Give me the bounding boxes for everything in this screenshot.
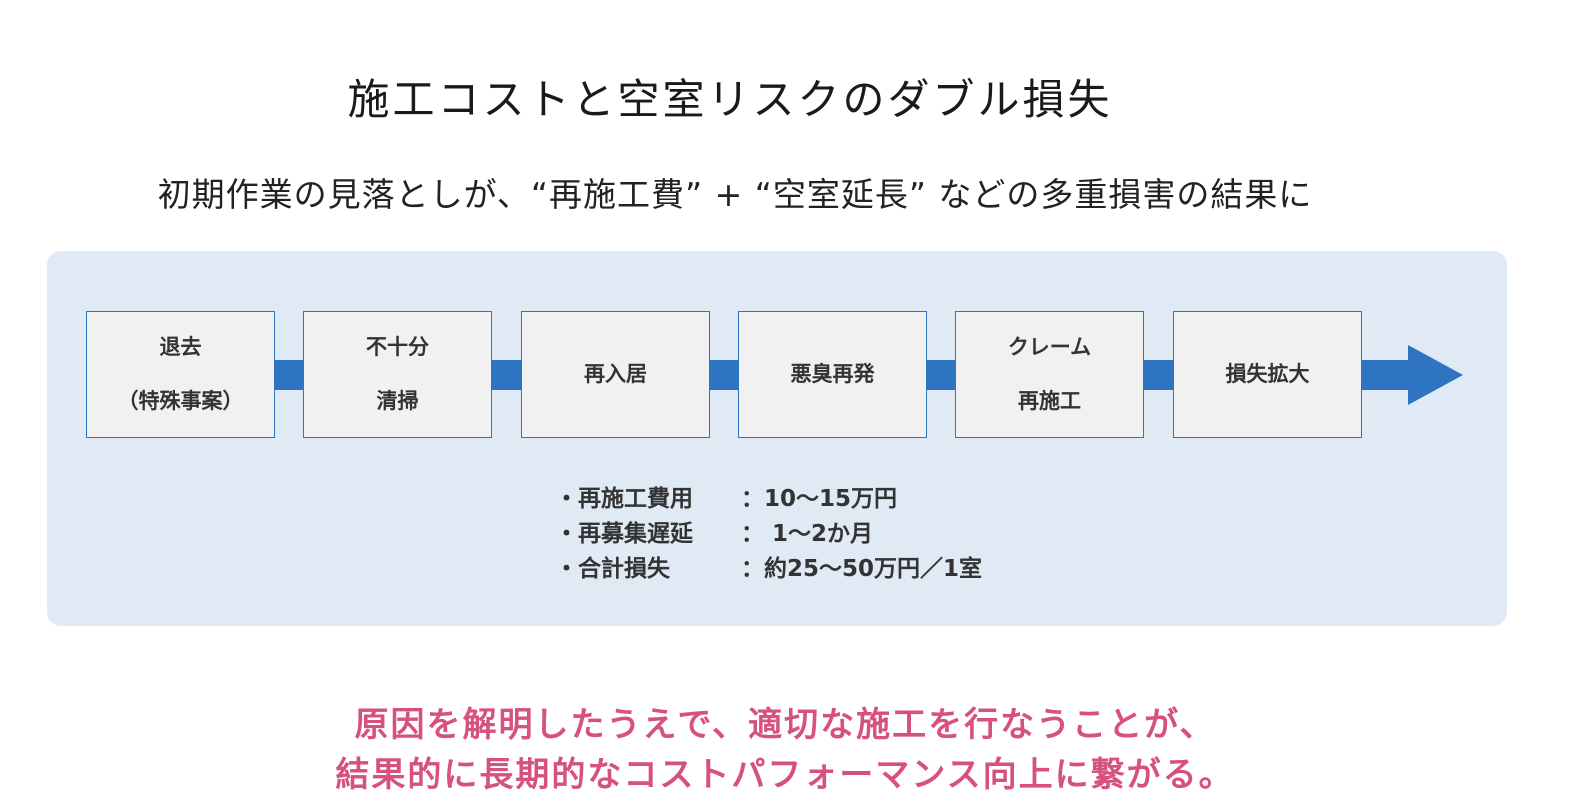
flow-step-sublabel: （特殊事案） [117, 389, 244, 413]
flow-step-reoccupancy: 再入居 [521, 311, 710, 438]
flow-step-label: クレーム [1007, 335, 1092, 359]
conclusion-line-2: 結果的に長期的なコストパフォーマンス向上に繋がる。 [335, 755, 1235, 795]
flow-step-label: 損失拡大 [1225, 362, 1310, 386]
detail-value: ：約25～50万円／1室 [741, 556, 983, 582]
flow-step-label: 再入居 [584, 362, 647, 386]
flow-step-sublabel: 再施工 [1018, 389, 1081, 413]
detail-row-total-loss: ・合計損失 ：約25～50万円／1室 [555, 552, 1075, 587]
detail-row-recruit-delay: ・再募集遅延 ： 1～2か月 [555, 517, 1075, 552]
flow-arrow-head [1408, 345, 1463, 405]
page-subtitle: 初期作業の見落としが、“再施工費” + “空室延長” などの多重損害の結果に [157, 175, 1313, 214]
cost-details: ・再施工費用 ：10～15万円 ・再募集遅延 ： 1～2か月 ・合計損失 ：約25～… [555, 482, 1075, 587]
detail-label: ・再施工費用 [555, 486, 693, 512]
flow-step-odor-recurrence: 悪臭再発 [738, 311, 927, 438]
flow-step-label: 悪臭再発 [790, 362, 875, 386]
detail-label: ・合計損失 [555, 556, 693, 582]
flow-step-vacancy: 退去 （特殊事案） [86, 311, 275, 438]
detail-row-rework-cost: ・再施工費用 ：10～15万円 [555, 482, 1075, 517]
flow-step-loss-expansion: 損失拡大 [1173, 311, 1362, 438]
conclusion-text: 原因を解明したうえで、適切な施工を行なうことが、 結果的に長期的なコストパフォー… [0, 700, 1570, 800]
flow-step-label: 退去 [159, 335, 202, 359]
detail-value: ：10～15万円 [741, 486, 898, 512]
detail-label: ・再募集遅延 [555, 521, 693, 547]
flow-step-claim-rework: クレーム 再施工 [955, 311, 1144, 438]
flow-step-insufficient-cleaning: 不十分 清掃 [303, 311, 492, 438]
conclusion-line-1: 原因を解明したうえで、適切な施工を行なうことが、 [354, 705, 1216, 745]
flow-step-label: 不十分 [366, 335, 429, 359]
flow-step-sublabel: 清掃 [376, 389, 419, 413]
detail-value: ： 1～2か月 [741, 521, 874, 547]
page-title: 施工コストと空室リスクのダブル損失 [347, 75, 1113, 124]
